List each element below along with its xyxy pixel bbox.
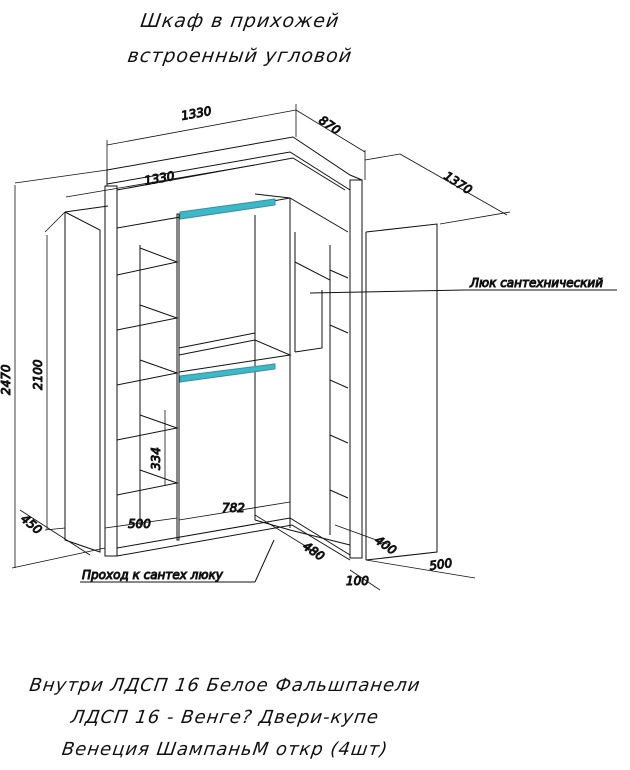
right-block xyxy=(365,223,438,561)
dim-gap: 100 xyxy=(346,574,369,588)
material-note-line2: ЛДСП 16 - Венге? Двери-купе xyxy=(69,707,381,728)
dim-left-section: 500 xyxy=(128,517,151,531)
dim-top-depth: 870 xyxy=(316,113,343,138)
front-frame xyxy=(104,136,363,561)
dim-shelf-spacing: 334 xyxy=(149,447,163,470)
dim-right-block-depth: 500 xyxy=(428,556,453,573)
dim-inner-width: 1330 xyxy=(143,169,176,188)
dim-center-section: 782 xyxy=(222,501,245,515)
dim-top-width: 1330 xyxy=(180,104,213,123)
passage-label: Проход к сантех люку xyxy=(82,568,224,582)
inner-carcass xyxy=(116,193,351,546)
left-side-panel xyxy=(64,205,109,553)
dim-right-length: 1370 xyxy=(441,169,475,198)
dim-total-height: 2470 xyxy=(0,364,13,395)
dim-corner-depth: 480 xyxy=(300,539,327,564)
material-note-line3: Венеция ШампаньМ откр (4шт) xyxy=(60,739,390,760)
dim-left-depth: 450 xyxy=(18,512,45,538)
hanging-rail-bottom xyxy=(179,363,276,383)
dimension-lines xyxy=(11,104,511,591)
hanging-rail-top xyxy=(179,198,276,220)
hatch-callout: Люк сантехнический xyxy=(309,276,617,294)
dim-right-depth: 400 xyxy=(372,533,399,558)
hatch-label: Люк сантехнический xyxy=(469,276,603,290)
passage-callout: Проход к сантех люку xyxy=(80,539,275,583)
material-note-line1: Внутри ЛДСП 16 Белое Фальшпанели xyxy=(28,675,422,696)
dim-inner-height: 2100 xyxy=(31,359,45,390)
